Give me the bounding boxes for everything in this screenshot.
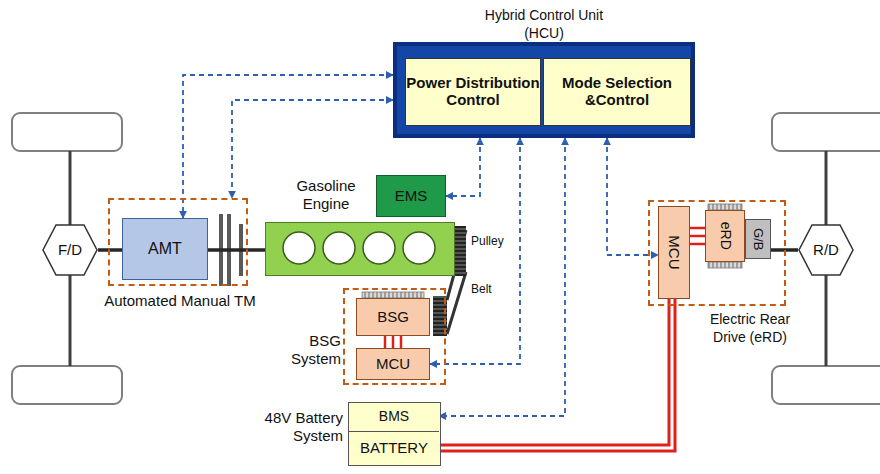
text-holder: eRD (706, 211, 744, 261)
bms-cell: BMS (349, 403, 439, 431)
cylinder (403, 232, 435, 264)
controller-box: MCU (658, 206, 690, 299)
subsystem-group: Electric Rear Drive (eRD)MCUeRDG/B (648, 200, 786, 306)
winding (708, 262, 742, 268)
belt (447, 272, 466, 334)
connector-path (607, 138, 658, 255)
node-text: MCU (376, 356, 410, 373)
text-holder: MCU (357, 349, 429, 379)
wheel (12, 366, 122, 404)
node-text: 48V Battery System (265, 409, 343, 444)
part-label: Belt (471, 282, 492, 296)
node-text: Electric Rear Drive (eRD) (710, 311, 790, 345)
node-text: BATTERY (360, 440, 428, 457)
connector-path (690, 235, 705, 238)
cylinder-group (266, 223, 454, 275)
text-holder: AMT (123, 219, 207, 279)
connector-path (98, 248, 122, 252)
node-text: Gasoline Engine (296, 177, 355, 212)
signal-connector (439, 138, 565, 416)
node-text: R/D (813, 242, 839, 259)
text-holder: Gasoline Engine (276, 177, 376, 213)
text-holder: Electric Rear Drive (eRD) (700, 310, 800, 346)
connector-path (208, 248, 265, 252)
control-unit: Hybrid Control Unit (HCU)Power Distribut… (393, 42, 695, 138)
node-text: Hybrid Control Unit (HCU) (485, 7, 603, 41)
node-text: eRD (717, 222, 733, 250)
node-text: BSG System (291, 332, 341, 367)
motor-box: BSG (356, 298, 430, 336)
engine-block: Gasoline Engine (265, 222, 455, 276)
wheel-set (12, 113, 880, 404)
controller-box: MCU (356, 348, 430, 380)
stator-windings (362, 204, 742, 298)
function-box: Mode Selection &Control (543, 58, 691, 126)
text-holder: Hybrid Control Unit (HCU) (469, 6, 619, 42)
text-holder: Power Distribution Control (406, 59, 540, 125)
cable-gap (439, 299, 672, 448)
hexagon-shape (43, 225, 97, 275)
power-cable (385, 336, 401, 348)
hexagon-shape (799, 225, 853, 275)
component-box: EMS (376, 175, 446, 217)
connector-path (439, 138, 565, 416)
node-text: Power Distribution Control (406, 75, 540, 109)
node-text: F/D (58, 242, 82, 259)
shaft-connector (98, 250, 122, 251)
node-text: Automated Manual TM (104, 292, 255, 309)
function-box: Power Distribution Control (405, 58, 541, 126)
signal-connector (183, 75, 393, 218)
battery-pack: 48V Battery SystemBMSBATTERY (348, 402, 441, 466)
node-text: Mode Selection &Control (544, 75, 690, 109)
wheel (772, 113, 880, 151)
text-holder: F/D (42, 224, 98, 276)
wheel (12, 113, 122, 151)
power-cable (439, 299, 672, 448)
text-holder: BSG System (281, 332, 341, 368)
text-holder: Automated Manual TM (85, 292, 275, 310)
battery-cell: BATTERY (349, 431, 439, 464)
node-text: G/B (751, 228, 766, 250)
text-holder: MCU (659, 207, 689, 298)
text-holder: Mode Selection &Control (544, 59, 690, 125)
gearbox-box: G/B (745, 219, 771, 259)
differential-hexagon: F/D (42, 224, 98, 276)
connector-path (392, 336, 395, 348)
node-text: BMS (379, 409, 409, 425)
connector-path (690, 243, 705, 246)
text-holder: BMS (349, 403, 439, 431)
node-text: MCU (666, 235, 683, 269)
connector-path (400, 336, 403, 348)
text-holder: R/D (798, 224, 854, 276)
wheel (772, 366, 880, 404)
power-cable (690, 228, 705, 244)
text-holder: EMS (377, 176, 445, 216)
differential-hexagon: R/D (798, 224, 854, 276)
component-box: AMT (122, 218, 208, 280)
connector-path (183, 75, 393, 218)
node-text: EMS (395, 188, 428, 205)
subsystem-group: Automated Manual TMAMT (108, 198, 248, 286)
text-holder: G/B (746, 220, 770, 258)
signal-connector (607, 138, 658, 255)
connector-path (384, 336, 387, 348)
text-holder: BSG (357, 299, 429, 335)
subsystem-group: BSG SystemBSGMCU (343, 288, 446, 385)
motor-box: eRD (705, 210, 745, 262)
cylinder (323, 232, 355, 264)
text-holder: 48V Battery System (231, 409, 343, 445)
node-text: AMT (148, 240, 182, 258)
node-text: BSG (377, 309, 409, 326)
part-label: Pulley (471, 234, 504, 248)
text-holder: BATTERY (349, 432, 439, 464)
connector-path (446, 138, 480, 196)
connector-path (690, 227, 705, 230)
connector-path (439, 299, 672, 448)
cylinder (363, 232, 395, 264)
signal-connector (446, 138, 480, 196)
cylinder (283, 232, 315, 264)
shaft-connector (208, 250, 265, 251)
